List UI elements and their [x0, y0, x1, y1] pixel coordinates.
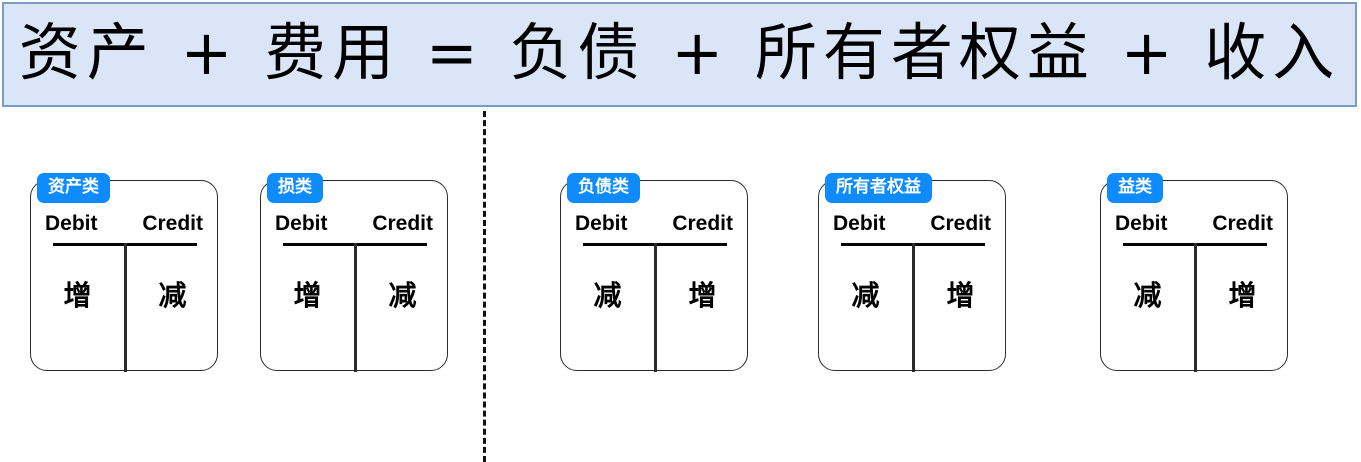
debit-effect-value: 减: [851, 279, 880, 312]
t-account-value-row: 增 减: [31, 276, 217, 316]
t-account-value-row: 增 减: [261, 276, 447, 316]
t-account-value-row: 减 增: [819, 276, 1005, 316]
debit-effect-value: 增: [293, 279, 322, 312]
t-account-card-liability: Debit Credit 减 增 负债类: [560, 173, 748, 372]
t-account-inner: Debit Credit 增 减: [31, 181, 217, 372]
t-account-header-row: Debit Credit: [1101, 211, 1287, 237]
credit-effect-value: 减: [158, 279, 187, 312]
debit-header-label: Debit: [575, 212, 628, 235]
card-category-badge: 所有者权益: [825, 173, 932, 203]
t-account-card-revenue: Debit Credit 减 增 益类: [1100, 173, 1288, 372]
credit-header-label: Credit: [372, 212, 433, 235]
t-account-inner: Debit Credit 增 减: [261, 181, 447, 372]
t-account-vertical-rule: [912, 243, 915, 372]
credit-effect-value: 增: [688, 279, 717, 312]
debit-header-label: Debit: [833, 212, 886, 235]
card-category-badge: 损类: [267, 173, 323, 203]
dashed-section-divider: [483, 111, 486, 462]
credit-header-label: Credit: [142, 212, 203, 235]
t-account-value-row: 减 增: [561, 276, 747, 316]
t-account-inner: Debit Credit 减 增: [561, 181, 747, 372]
debit-effect-value: 减: [1133, 279, 1162, 312]
debit-effect-value: 减: [593, 279, 622, 312]
t-account-vertical-rule: [124, 243, 127, 372]
credit-header-label: Credit: [1212, 212, 1273, 235]
debit-header-label: Debit: [1115, 212, 1168, 235]
debit-header-label: Debit: [275, 212, 328, 235]
t-account-value-row: 减 增: [1101, 276, 1287, 316]
credit-effect-value: 增: [946, 279, 975, 312]
credit-header-label: Credit: [930, 212, 991, 235]
card-category-badge: 益类: [1107, 173, 1163, 203]
debit-header-label: Debit: [45, 212, 98, 235]
t-account-vertical-rule: [1194, 243, 1197, 372]
t-account-card-owners-equity: Debit Credit 减 增 所有者权益: [818, 173, 1006, 372]
card-category-badge: 资产类: [37, 173, 110, 203]
t-account-header-row: Debit Credit: [261, 211, 447, 237]
credit-effect-value: 增: [1228, 279, 1257, 312]
card-category-badge: 负债类: [567, 173, 640, 203]
debit-effect-value: 增: [63, 279, 92, 312]
t-account-header-row: Debit Credit: [31, 211, 217, 237]
t-account-vertical-rule: [654, 243, 657, 372]
credit-effect-value: 减: [388, 279, 417, 312]
credit-header-label: Credit: [672, 212, 733, 235]
accounting-equation-text: 资产 + 费用 = 负债 + 所有者权益 + 收入: [18, 15, 1341, 89]
t-account-header-row: Debit Credit: [561, 211, 747, 237]
t-account-card-expense: Debit Credit 增 减 损类: [260, 173, 448, 372]
t-account-header-row: Debit Credit: [819, 211, 1005, 237]
t-account-vertical-rule: [354, 243, 357, 372]
t-account-card-asset: Debit Credit 增 减 资产类: [30, 173, 218, 372]
t-account-inner: Debit Credit 减 增: [819, 181, 1005, 372]
accounting-equation-banner: 资产 + 费用 = 负债 + 所有者权益 + 收入: [2, 2, 1357, 107]
t-account-inner: Debit Credit 减 增: [1101, 181, 1287, 372]
